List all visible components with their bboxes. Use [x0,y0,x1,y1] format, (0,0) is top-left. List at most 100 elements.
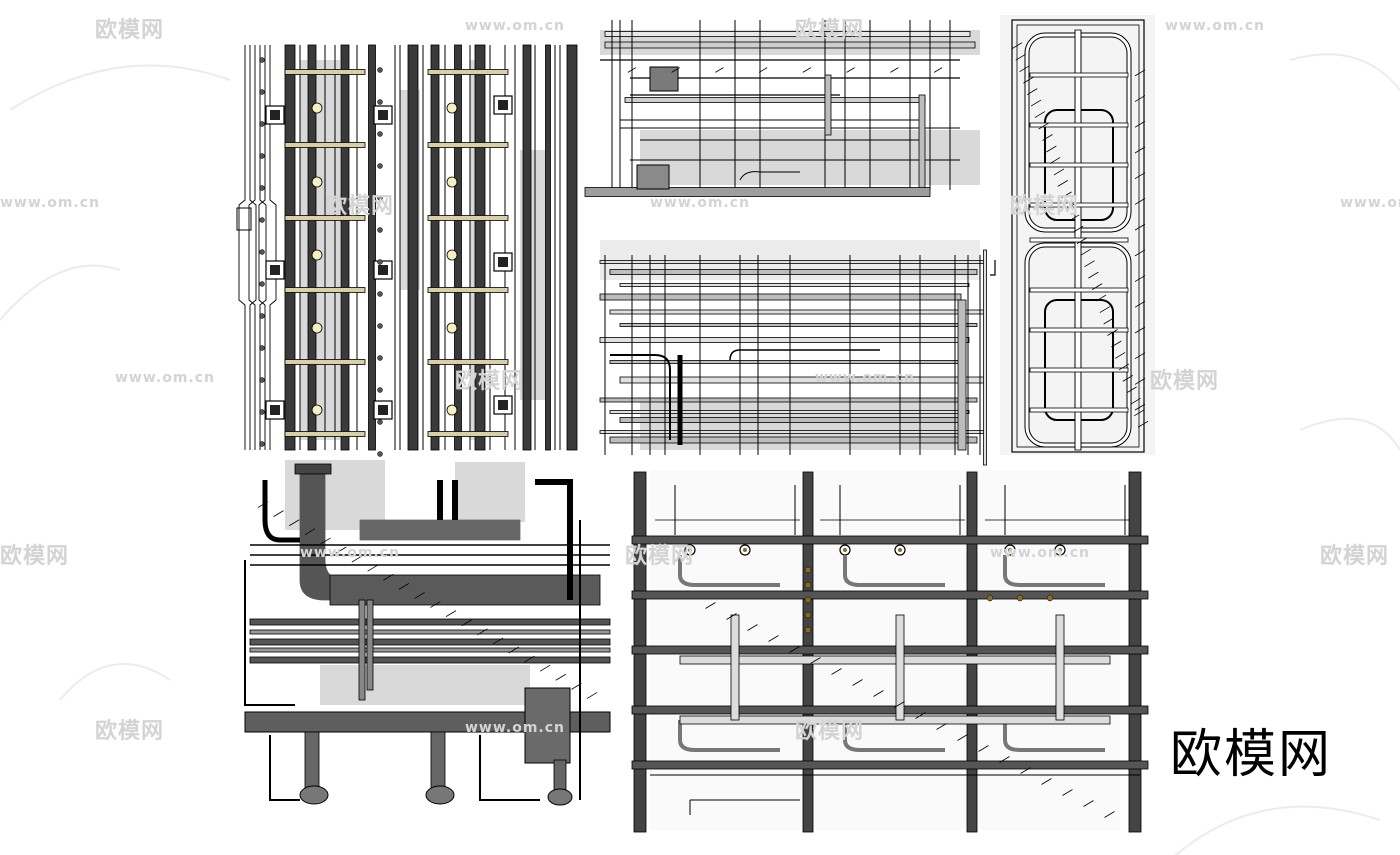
watermark-url: www.om.cn [990,545,1091,561]
hatch-tick [1011,42,1023,50]
hatch-tick [273,510,284,517]
fitting [377,67,383,73]
crossbar [427,69,509,75]
shadow [300,60,340,440]
frame-line [244,560,295,706]
hatch-tick [367,564,378,572]
crossbar [427,431,509,437]
hatch-tick [1118,363,1130,371]
base-beam [244,711,611,733]
crossbar [284,142,366,148]
hatch-tick [810,657,821,664]
hatch-tick [1023,76,1034,84]
vertical-pipe [918,94,926,191]
hatch-tick [1020,767,1031,774]
frame-beam [631,590,1149,600]
dark-pipe [454,44,462,451]
crossbar [284,69,366,75]
hatch-tick [726,613,737,620]
diffuser-core [498,100,508,110]
shadow [320,665,530,705]
frame-beam [631,535,1149,545]
frame-beam [631,705,1149,715]
fitting [259,89,265,95]
vertical-pipe [358,599,366,701]
hatch-tick [1107,329,1118,336]
horizontal-pipe [619,283,970,287]
hatch-tick [789,646,800,653]
cross-duct [1029,122,1129,128]
cross-duct [1029,327,1129,333]
hatch-tick [586,692,598,699]
fitting [377,323,383,329]
horizontal-pipe [599,260,986,264]
thin-pipe [259,45,267,450]
pump-unit [636,164,670,190]
crossbar [284,359,366,365]
crossbar [427,287,509,293]
cross-duct [1029,202,1129,208]
hatch-tick [1041,778,1052,785]
sprinkler-core [843,548,847,552]
pipe-rack-elevation-middle [599,240,996,466]
frame-beam [631,645,1149,655]
hatch-tick [414,592,425,599]
dark-pipe [368,44,376,451]
watermark-url: www.om.cn [300,545,401,561]
hatch-tick [890,67,899,73]
hatch-tick [1134,409,1145,417]
diffuser-core [498,257,508,267]
hatch-tick [288,519,300,527]
equipment-box [524,687,571,764]
hatch-tick [1134,378,1146,385]
hatch-tick [933,67,943,73]
dark-pipe [307,44,317,451]
diffuser-core [498,400,508,410]
hatch-tick [1134,300,1146,308]
ceiling-light [446,102,458,114]
hatch-tick [555,673,567,681]
dark-pipe [474,44,486,451]
outer-frame [1011,19,1145,453]
cross-duct [1029,72,1129,78]
frame-line [269,735,300,801]
cross-duct [1029,162,1129,168]
fitting [259,313,265,319]
brass-valve [804,596,812,604]
pipe-bundle [249,656,611,664]
branch-riser [437,480,458,520]
hatch-tick [492,637,504,645]
duct-collar [294,463,332,475]
hatch-tick [1122,375,1133,382]
vertical-pipe [366,599,374,691]
diffuser-core [378,110,388,120]
pipe [624,97,926,103]
hatch-tick [1104,811,1115,818]
corrugated-pipe [679,655,1111,665]
corrugated-pipe [679,715,1111,725]
fitting [259,217,265,223]
hatch-tick [398,583,410,590]
pipe-bundle [249,638,611,646]
watermark-url: www.om.cn [465,720,566,736]
hatch-tick [1069,214,1080,222]
hatch-tick [320,537,331,545]
diffuser-core [270,110,280,120]
hatch-tick [1134,249,1146,257]
hatch-tick [524,655,535,663]
brass-valve [1046,594,1054,602]
hatch-tick [627,67,637,73]
corrugated-pipe [1055,614,1065,721]
diffuser-core [270,265,280,275]
hatch-tick [1080,248,1091,256]
dark-pipe [284,44,296,451]
hatch-tick [1134,146,1146,154]
crossbar [427,359,509,365]
pipe-bend [990,260,996,276]
horizontal-pipe [599,293,962,301]
ceiling-light [446,249,458,261]
fitting [259,441,265,447]
shadow [455,462,525,522]
pump-unit [649,66,679,92]
duct-loop-plan [1000,15,1155,455]
